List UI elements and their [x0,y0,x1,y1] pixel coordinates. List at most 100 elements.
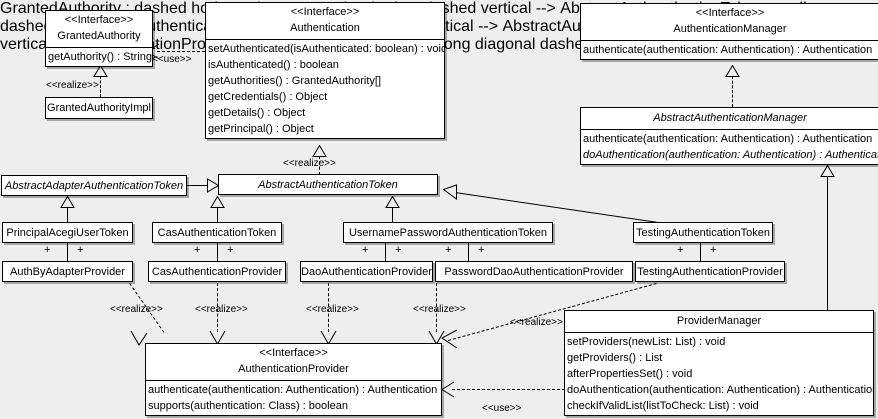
class-authentication-manager[interactable]: <<Interface>> AuthenticationManager auth… [580,3,878,60]
divider [46,47,152,48]
method: authenticate(authentication: Authenticat… [583,44,873,56]
assoc-plus-testing-left: + [677,244,684,256]
label-realize-dao-provider: <<realize>> [306,304,359,315]
class-cas-authentication-provider[interactable]: CasAuthenticationProvider [148,261,286,282]
connector-use-authentication-granted-authority [157,51,205,52]
trianglehead-realize-granted-authority [93,65,108,77]
class-granted-authority[interactable]: <<Interface>> GrantedAuthority getAuthor… [45,10,153,67]
assoc-plus-upt-mid2: + [445,244,452,256]
assoc-plus-principal-right: + [77,244,84,256]
class-dao-authentication-provider[interactable]: DaoAuthenticationProvider [300,261,433,282]
method: getCredentials() : Object [208,91,328,103]
class-testing-authentication-token[interactable]: TestingAuthenticationToken [633,222,773,243]
assoc-plus-principal-left: + [44,244,51,256]
class-provider-manager-name: ProviderManager [676,315,762,327]
assoc-plus-cas-right: + [227,244,234,256]
trianglehead-realize-authentication-manager [725,65,740,77]
method: getPrincipal() : Object [208,123,314,135]
connector-generalization-principal-acegi-user-token [67,207,68,222]
class-granted-authority-impl[interactable]: GrantedAuthorityImpl [45,97,153,119]
class-cas-authentication-token-name: CasAuthenticationToken [157,226,277,239]
divider [206,39,444,40]
method: afterPropertiesSet() : void [567,368,693,380]
connector-realize-granted-authority-impl [100,76,101,97]
label-realize-password-dao-provider: <<realize>> [413,304,466,315]
assoc-plus-upt-left: + [362,244,369,256]
label-use-provider-manager: <<use>> [482,403,522,414]
trianglehead-generalization-abstract-authentication-token-left [207,178,219,193]
connector-realize-dao-provider [328,283,329,332]
class-authentication-manager-header: <<Interface>> AuthenticationManager [581,4,878,40]
label-realize-auth-by-adapter: <<realize>> [110,304,163,315]
class-abstract-adapter-authentication-token[interactable]: AbstractAdapterAuthenticationToken [1,175,187,196]
method: checkIfValidList(listToCheck: List) : vo… [567,400,759,412]
divider [146,380,441,381]
class-testing-authentication-token-name: TestingAuthenticationToken [636,226,770,239]
trianglehead-generalization-abstract-authentication-manager [820,165,835,177]
class-authentication-provider[interactable]: <<Interface>> AuthenticationProvider aut… [145,343,442,416]
label-realize-cas-provider: <<realize>> [195,304,248,315]
assoc-plus-testing-right: + [710,244,717,256]
class-provider-manager[interactable]: ProviderManager setProviders(newList: Li… [564,310,874,416]
class-authentication[interactable]: <<Interface>> Authentication setAuthenti… [205,2,445,139]
assoc-username-password-dao-provider [385,243,386,261]
assoc-plus-cas-left: + [194,244,201,256]
assoc-plus-upt-right: + [478,244,485,256]
trianglehead-generalization-testing-token [443,184,457,200]
class-abstract-authentication-token[interactable]: AbstractAuthenticationToken [218,174,438,195]
trianglehead-generalization-cas-token [210,196,225,208]
class-abstract-authentication-manager[interactable]: AbstractAuthenticationManager authentica… [580,107,878,165]
class-abstract-authentication-token-name: AbstractAuthenticationToken [258,178,398,191]
method: authenticate(authentication: Authenticat… [148,384,438,396]
class-authentication-header: <<Interface>> Authentication [206,3,444,39]
label-use-granted-authority: <<use>> [152,54,192,65]
method: getAuthority() : String [48,51,152,63]
class-password-dao-authentication-provider[interactable]: PasswordDaoAuthenticationProvider [435,261,633,282]
label-realize-granted-authority-impl: <<realize>> [46,80,99,91]
trianglehead-generalization-username-password-token [385,196,400,208]
method: supports(authentication: Class) : boolea… [148,400,348,412]
class-dao-authentication-provider-name: DaoAuthenticationProvider [301,265,432,278]
class-abstract-authentication-manager-header: AbstractAuthenticationManager [581,108,878,129]
divider [581,40,878,41]
trianglehead-realize-authentication [312,145,327,157]
trianglehead-generalization-adapter-token [60,196,75,208]
class-granted-authority-header: <<Interface>> GrantedAuthority [46,11,152,47]
class-granted-authority-impl-name: GrantedAuthorityImpl [47,102,151,114]
class-provider-manager-methods: setProviders(newList: List) : void getPr… [565,333,873,415]
method: getAuthorities() : GrantedAuthority[] [208,75,382,87]
connector-realize-abstract-authentication-manager [732,76,733,107]
class-username-password-authentication-token[interactable]: UsernamePasswordAuthenticationToken [343,222,553,243]
class-testing-authentication-provider-name: TestingAuthenticationProvider [637,265,783,278]
connector-use-provider-manager [452,389,565,390]
assoc-testing-token-testing-provider [700,243,701,261]
method: authenticate(authentication: Authenticat… [583,133,873,145]
class-granted-authority-methods: getAuthority() : String [46,48,152,66]
class-cas-authentication-token[interactable]: CasAuthenticationToken [152,222,282,243]
arrowhead-realize-auth-by-adapter [130,330,148,346]
connector-realize-cas-provider [217,283,218,332]
assoc-plus-upt-mid: + [395,244,402,256]
class-abstract-authentication-manager-name: AbstractAuthenticationManager [653,112,807,124]
stereotype-interface: <<Interface>> [64,14,134,26]
method: doAuthentication(authentication: Authent… [567,384,873,396]
label-realize-testing-provider: <<realize>> [510,317,563,328]
connector-generalization-cas-token [217,207,218,222]
assoc-cas-token-cas-provider [217,243,218,261]
connector-generalization-provider-manager [827,176,828,310]
connector-realize-abstract-authentication-token [319,156,320,175]
connector-generalization-testing-token [454,192,657,223]
class-authentication-provider-methods: authenticate(authentication: Authenticat… [146,381,441,415]
connector-generalization-username-password-token [392,207,393,222]
class-authentication-manager-methods: authenticate(authentication: Authenticat… [581,41,878,59]
class-testing-authentication-provider[interactable]: TestingAuthenticationProvider [635,261,785,282]
class-auth-by-adapter-provider[interactable]: AuthByAdapterProvider [2,261,133,282]
method: getDetails() : Object [208,107,306,119]
method: getProviders() : List [567,352,663,364]
stereotype-interface: <<Interface>> [290,6,360,18]
label-realize-abstract-authentication-token: <<realize>> [283,158,336,169]
class-principal-acegi-user-token[interactable]: PrincipalAcegiUserToken [2,222,133,243]
class-authentication-provider-name: AuthenticationProvider [238,363,349,375]
class-abstract-authentication-manager-methods: authenticate(authentication: Authenticat… [581,130,878,164]
